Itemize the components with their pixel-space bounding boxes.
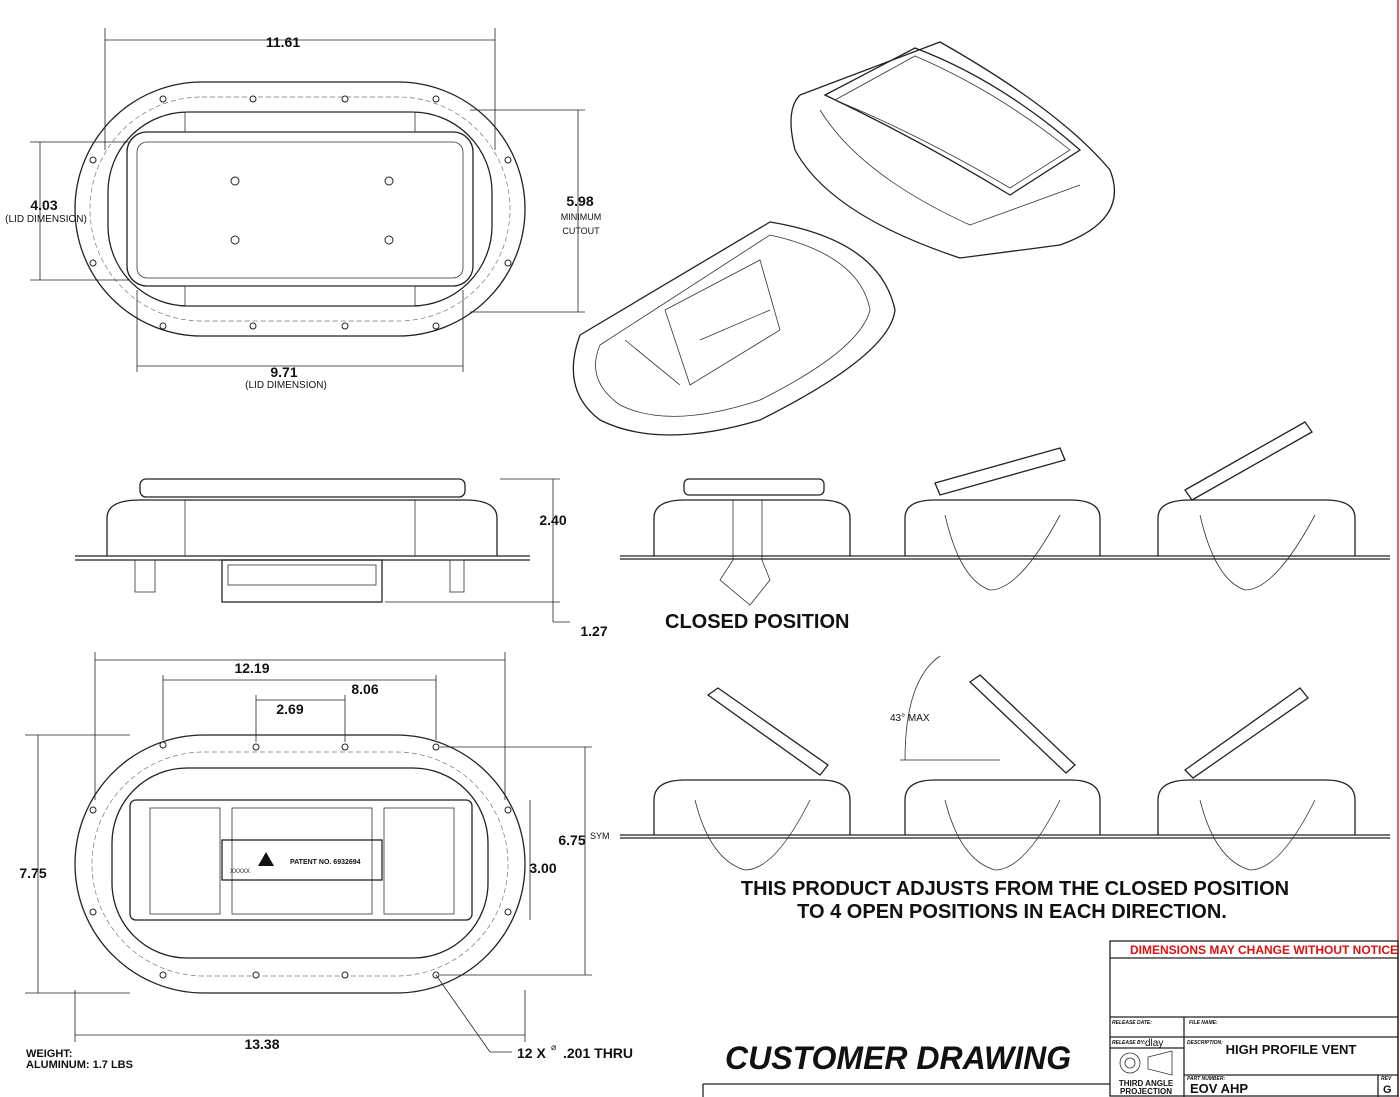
dim-min-cutout: 5.98 [566,193,593,209]
dim-min-cutout-note2: CUTOUT [562,226,600,236]
file-name-label: FILE NAME: [1189,1020,1218,1026]
dim-below-flange: 1.27 [580,623,607,639]
projection-line1: THIRD ANGLE [1119,1079,1174,1088]
diameter-icon: ⌀ [551,1042,557,1052]
closed-position-label: CLOSED POSITION [665,611,849,633]
side-view [75,478,570,623]
adjusts-line1: THIS PRODUCT ADJUSTS FROM THE CLOSED POS… [741,878,1289,900]
dim-min-cutout-note1: MINIMUM [561,212,602,222]
notice-text: DIMENSIONS MAY CHANGE WITHOUT NOTICE [1130,943,1398,957]
dim-bottom-overall-width: 13.38 [244,1036,279,1052]
adjusts-line2: TO 4 OPEN POSITIONS IN EACH DIRECTION. [797,901,1227,923]
top-plan-view [74,81,526,337]
dim-side-height: 2.40 [539,512,566,528]
xxxxx-label: XXXXX [230,869,250,875]
isometric-open-view [572,221,896,436]
patent-label: PATENT NO. 6932694 [290,859,361,866]
bolt-holes [89,741,512,979]
description-label: DESCRIPTION: [1187,1040,1223,1046]
release-by-label: RELEASE BY: [1112,1040,1146,1046]
rev-label: REV [1381,1076,1392,1082]
release-by-value: dlay [1145,1038,1163,1049]
description-value: HIGH PROFILE VENT [1226,1042,1357,1057]
dim-lid-height: 4.03 [30,197,57,213]
part-number-label: PART NUMBER: [1187,1076,1225,1082]
dim-hole-spacing-inner: 2.69 [276,701,303,717]
holes-note-size: .201 THRU [563,1045,633,1061]
dim-hole-spacing-outer: 8.06 [351,681,378,697]
open-section-view-1 [904,447,1101,591]
rev-value: G [1383,1084,1392,1096]
projection-line2: PROJECTION [1120,1087,1172,1096]
title-block [702,940,1399,1097]
bolt-holes [89,95,512,330]
weight-value: ALUMINUM: 1.7 LBS [26,1059,133,1071]
top-dimension-lines [30,28,585,372]
dim-lid-width-note: (LID DIMENSION) [245,380,327,391]
dim-sym: SYM [590,831,610,841]
dim-angle: 43° MAX [890,713,930,724]
bottom-plan-view [25,652,592,1053]
holes-note-qty: 12 X [517,1045,546,1061]
dim-lid-width: 9.71 [270,364,297,380]
isometric-closed-view [790,41,1115,259]
release-date-label: RELEASE DATE: [1112,1020,1152,1026]
third-angle-projection-icon [1119,1050,1173,1076]
dim-bottom-hole-width: 12.19 [234,660,269,676]
open-section-row [620,655,1390,871]
weight-label: WEIGHT: [26,1048,72,1060]
part-number-value: EOV AHP [1190,1081,1248,1096]
dim-hole-spacing-vertical: 6.75 [558,832,585,848]
dim-overall-width: 11.61 [266,34,300,50]
dim-bottom-overall-height: 7.75 [19,865,46,881]
customer-drawing-title: CUSTOMER DRAWING [725,1040,1071,1076]
open-section-view-2 [1157,421,1356,591]
dim-lid-height-note: (LID DIMENSION) [5,214,87,225]
closed-section-view [620,478,1390,606]
warning-triangle-icon [258,852,274,866]
dim-inner-height: 3.00 [529,860,556,876]
